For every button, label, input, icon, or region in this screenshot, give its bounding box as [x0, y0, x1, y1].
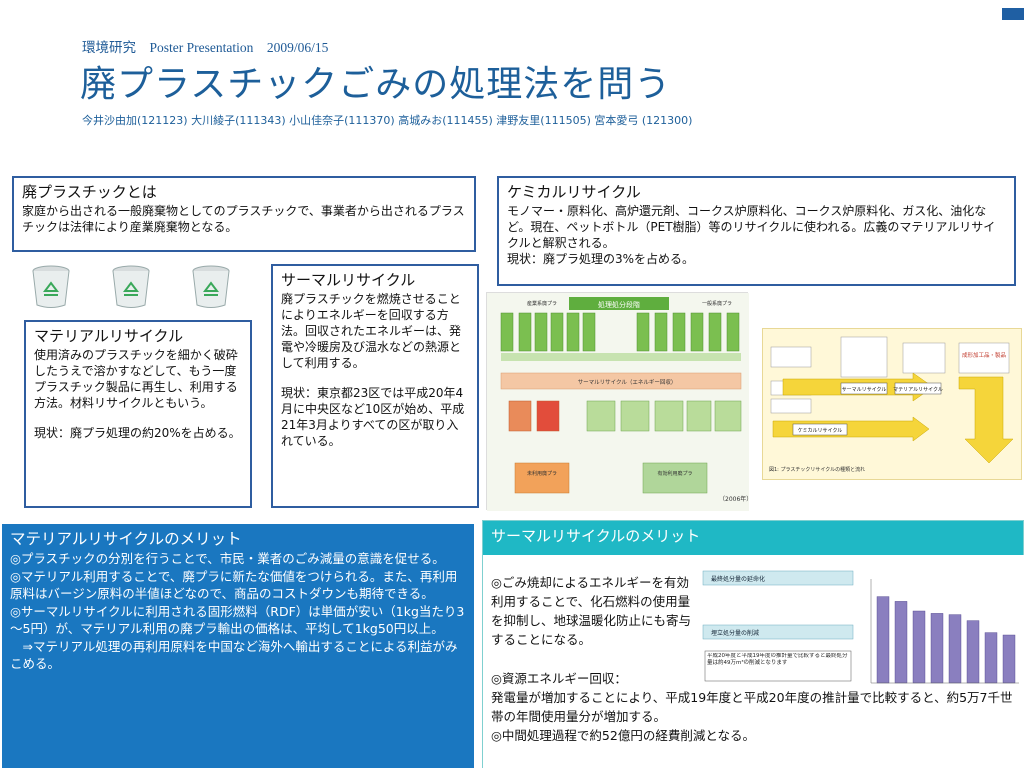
thermal-status: 現状：東京都23区では平成20年4月に中央区など10区が始め、平成21年3月より…: [281, 386, 465, 448]
chem-fig-chemical: ケミカルリサイクル: [798, 427, 843, 434]
thermal-body: 廃プラスチックを燃焼させることによりエネルギーを回収する方法。回収されたエネルギ…: [281, 292, 462, 370]
thermal-merit-text-4: ◎中間処理過程で約52億円の経費削減となる。: [491, 728, 755, 743]
flow-mid-label: サーマルリサイクル（エネルギー回収）: [578, 379, 677, 386]
thermal-merit-figure: 最終処分量の延命化 埋立処分量の削減 平成20年度と平成19年度の推計量で比較す…: [701, 567, 1021, 691]
about-heading: 廃プラスチックとは: [22, 183, 157, 201]
material-recycle-box: マテリアルリサイクル 使用済みのプラスチックを細かく破砕したうえで溶かすなどして…: [24, 320, 252, 508]
material-merit-3: ◎サーマルリサイクルに利用される固形燃料（RDF）は単価が安い（1kg当たり3～…: [10, 603, 465, 637]
corner-accent: [1002, 8, 1024, 20]
recycle-bin-icon: [190, 265, 232, 313]
page-title: 廃プラスチックごみの処理法を問う: [80, 64, 672, 105]
flow-right-label: 一般系廃プラ: [702, 300, 732, 307]
thermal-recycle-box: サーマルリサイクル 廃プラスチックを燃焼させることによりエネルギーを回収する方法…: [271, 264, 479, 508]
top-bar: [0, 0, 1024, 26]
chemical-body: モノマー・原料化、高炉還元剤、コークス炉原料化、コークス炉原料化、ガス化、油化な…: [507, 204, 996, 250]
thermal-heading: サーマルリサイクル: [281, 271, 416, 289]
material-body: 使用済みのプラスチックを細かく破砕したうえで溶かすなどして、もう一度プラスチック…: [34, 348, 238, 410]
about-plastic-box: 廃プラスチックとは 家庭から出される一般廃棄物としてのプラスチックで、事業者から…: [12, 176, 476, 252]
thermal-bar: [966, 620, 980, 684]
thermal-bar: [930, 613, 944, 684]
material-merit-2: ◎マテリアル利用することで、廃プラに新たな価値をつけられる。また、再利用原料はバ…: [10, 568, 458, 602]
thermal-merit-text-3: 発電量が増加することにより、平成19年度と平成20年度の推計量で比較すると、約5…: [491, 690, 1013, 724]
waste-flow-figure: 処理処分段階 産業系廃プラ 一般系廃プラ サーマルリサイクル（エネルギー回収） …: [486, 292, 752, 511]
recycle-bin-icon: [110, 265, 152, 313]
thermal-bar: [948, 614, 962, 684]
thermal-fig-bars: [876, 596, 1016, 684]
thermal-merit-text-1: ◎ごみ焼却によるエネルギーを有効利用することで、化石燃料の使用量を抑制し、地球温…: [491, 575, 692, 647]
flow-effective-label: 有効利用廃プラ: [657, 470, 692, 477]
recycle-types-figure: 成形加工品・製品 サーマルリサイクル マテリアルリサイクル ケミカルリサイクル …: [762, 328, 1022, 480]
chem-fig-material: マテリアルリサイクル: [893, 387, 943, 393]
flow-unused-label: 未利用廃プラ: [527, 470, 557, 477]
chem-fig-product: 成形加工品・製品: [962, 351, 1007, 359]
chem-fig-thermal: サーマルリサイクル: [842, 387, 887, 393]
flow-top-label: 処理処分段階: [598, 300, 640, 309]
poster-meta: 環境研究 Poster Presentation 2009/06/15: [82, 40, 329, 55]
thermal-merit-heading-wrap: サーマルリサイクルのメリット: [491, 525, 700, 547]
thermal-bar: [1002, 634, 1016, 684]
material-merit-1: ◎プラスチックの分別を行うことで、市民・業者のごみ減量の意識を促せる。: [10, 551, 445, 566]
material-merit-panel: マテリアルリサイクルのメリット ◎プラスチックの分別を行うことで、市民・業者のご…: [2, 524, 474, 768]
chemical-status: 現状：廃プラ処理の3%を占める。: [507, 252, 695, 266]
thermal-merit-text-2: ◎資源エネルギー回収：: [491, 671, 627, 686]
material-merit-4: ⇒マテリアル処理の再利用原料を中国など海外へ輸出することによる利益がみこめる。: [10, 638, 458, 672]
thermal-merit-panel: サーマルリサイクルのメリット ◎ごみ焼却によるエネルギーを有効利用することで、化…: [482, 520, 1024, 769]
recycle-bin-icon: [30, 265, 72, 313]
chemical-recycle-box: ケミカルリサイクル モノマー・原料化、高炉還元剤、コークス炉原料化、コークス炉原…: [497, 176, 1016, 286]
material-merit-heading: マテリアルリサイクルのメリット: [10, 530, 242, 548]
thermal-bar: [876, 596, 890, 684]
thermal-fig-box2: 埋立処分量の削減: [711, 629, 759, 637]
thermal-fig-note: 平成20年度と平成19年度の推計量で比較すると最終処分量は約49万m³の削減とな…: [707, 653, 848, 666]
flow-year: （2006年）: [719, 495, 749, 503]
chemical-heading: ケミカルリサイクル: [507, 183, 641, 201]
about-body: 家庭から出される一般廃棄物としてのプラスチックで、事業者から出されるプラスチック…: [22, 204, 465, 234]
thermal-fig-box1: 最終処分量の延命化: [711, 575, 765, 583]
flow-left-label: 産業系廃プラ: [527, 300, 557, 307]
thermal-bar: [984, 632, 998, 684]
author-list: 今井沙由加(121123) 大川綾子(111343) 小山佳奈子(111370)…: [82, 114, 693, 127]
thermal-bar: [912, 610, 926, 684]
material-status: 現状：廃プラ処理の約20%を占める。: [34, 426, 241, 440]
thermal-bar: [894, 601, 908, 684]
chem-fig-caption: 図1: プラスチックリサイクルの種類と流れ: [769, 466, 865, 473]
material-heading: マテリアルリサイクル: [34, 327, 184, 345]
thermal-merit-heading: サーマルリサイクルのメリット: [491, 527, 701, 545]
